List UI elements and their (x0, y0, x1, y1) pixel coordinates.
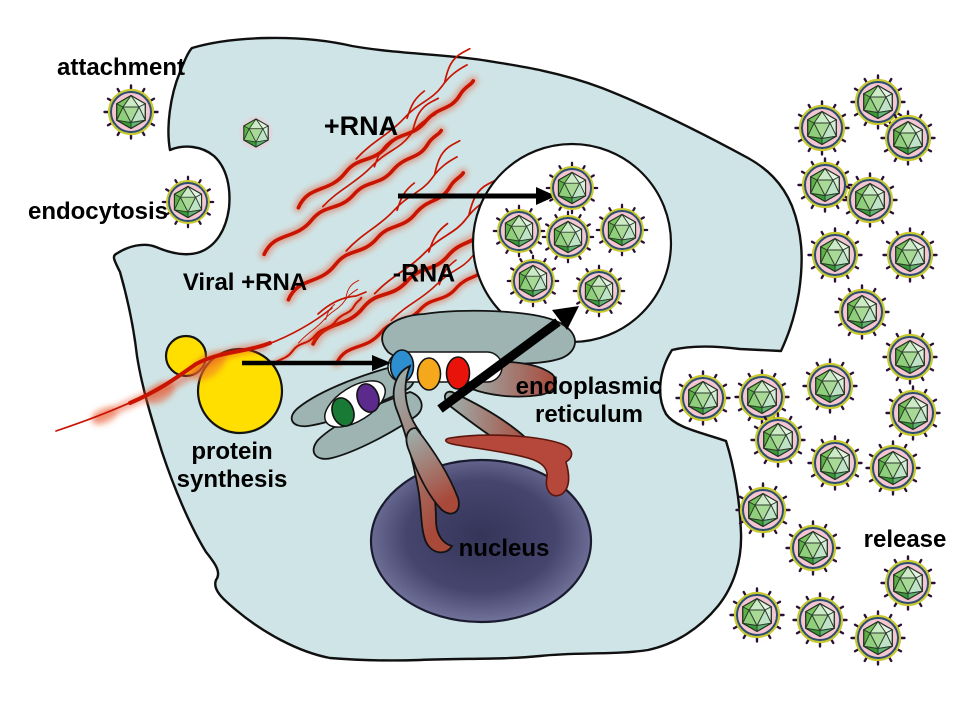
arrowhead (536, 187, 556, 205)
protein-dot-red (445, 356, 471, 390)
protein-dot-green (331, 397, 355, 427)
virion-released (867, 442, 920, 495)
virion-released (844, 174, 897, 227)
label-endocytosis: endocytosis (27, 197, 169, 225)
uncoated-capsid (239, 116, 272, 149)
label-er-line2: reticulum (534, 401, 644, 428)
virion-released (752, 414, 805, 467)
viral-plus-rna-strand (55, 291, 367, 432)
virion-released (731, 589, 784, 642)
virion-released (736, 371, 789, 424)
er-arm-down (405, 427, 460, 515)
virion-released (677, 372, 730, 425)
virion-released (809, 229, 862, 282)
virion-released (882, 557, 935, 610)
label-endoplasmic-reticulum: endoplasmic reticulum (516, 373, 663, 429)
virion-released (796, 102, 849, 155)
arrowhead (552, 306, 579, 330)
attachment-virion-layer (105, 86, 158, 139)
label-plus-rna: +RNA (323, 111, 399, 142)
label-er-line1: endoplasmic (515, 372, 663, 400)
er-proteins (324, 349, 503, 428)
label-protein-synthesis: protein synthesis (177, 438, 288, 494)
virion-released (852, 612, 905, 665)
virion-endocytosis (163, 177, 213, 227)
process-arrows (242, 187, 579, 413)
label-minus-rna: -RNA (392, 259, 456, 288)
virion-released (884, 331, 937, 384)
label-attachment: attachment (56, 53, 186, 81)
virion-released (804, 360, 857, 413)
protein-dot-orange (416, 357, 442, 391)
label-viral-plus-rna: Viral +RNA (182, 268, 308, 296)
label-release: release (863, 525, 947, 553)
label-protein-synthesis-line1: protein (191, 437, 273, 465)
arrowhead (372, 355, 391, 371)
er-lower-arms (392, 364, 573, 554)
virion-released (884, 229, 937, 282)
er-red-tubule (444, 434, 573, 497)
arrow-er-to-vesicle (437, 318, 561, 413)
virion-released (799, 159, 852, 212)
virion-released (787, 522, 840, 575)
label-nucleus: nucleus (458, 534, 550, 562)
uncoated-capsid-layer (239, 116, 272, 149)
endocytosis-virion-layer (163, 177, 213, 227)
virion-released (794, 594, 847, 647)
virion-released (836, 286, 889, 339)
virion-attachment (105, 86, 158, 139)
virion-released (887, 387, 940, 440)
virion-released (809, 437, 862, 490)
label-protein-synthesis-line2: synthesis (176, 466, 288, 493)
protein-synthesis-site (55, 291, 367, 435)
virion-released (737, 484, 790, 537)
protein-dot-purple (356, 383, 380, 413)
